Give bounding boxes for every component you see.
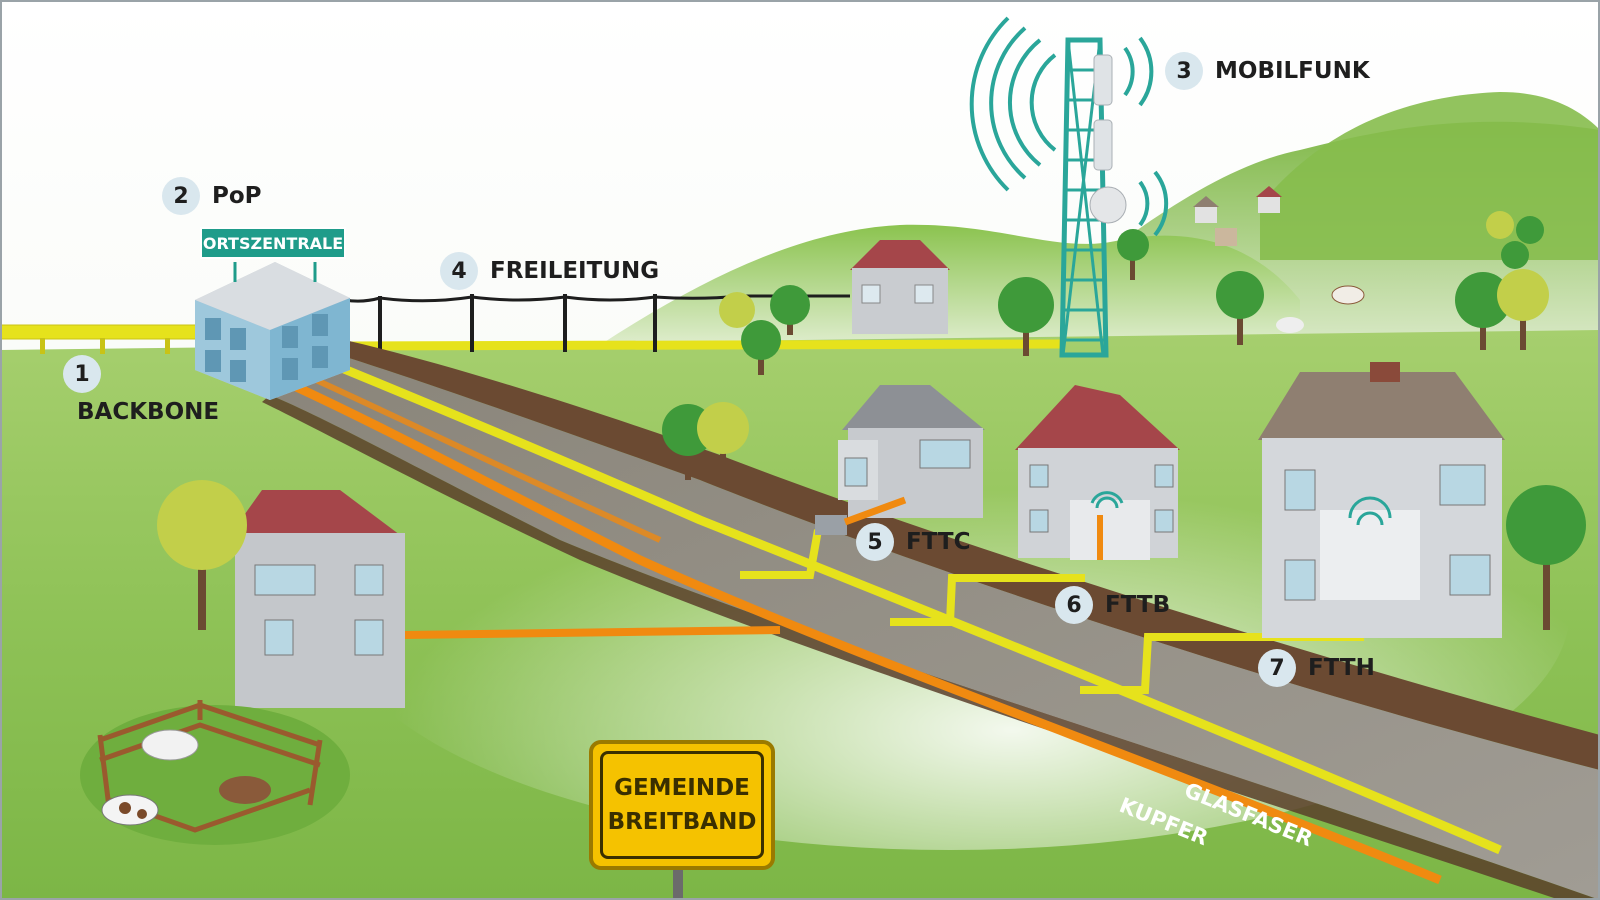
- label-backbone-num: 1: [63, 355, 101, 393]
- house-fttc: [815, 385, 985, 535]
- town-sign-inner: GEMEINDE BREITBAND: [600, 751, 764, 859]
- label-backbone-text: BACKBONE: [77, 399, 220, 425]
- label-freileitung: 4 FREILEITUNG: [440, 252, 659, 290]
- kupfer-line: [290, 380, 1442, 885]
- label-pop-text: PoP: [212, 183, 262, 209]
- badge-3: 3: [1165, 52, 1203, 90]
- house-kupfer: [230, 490, 405, 708]
- pasture: [80, 700, 350, 845]
- town-sign-line2: BREITBAND: [607, 809, 757, 835]
- house-ftth: [1258, 362, 1505, 638]
- label-pop: 2 PoP: [162, 177, 262, 215]
- badge-2: 2: [162, 177, 200, 215]
- backbone-cable: [0, 324, 201, 340]
- badge-5: 5: [856, 523, 894, 561]
- ortszentrale-building: [195, 262, 350, 400]
- mobilfunk-tower: [1059, 37, 1127, 358]
- freileitung-wire: [344, 294, 850, 303]
- ortszentrale-sign: ORTSZENTRALE: [200, 227, 346, 259]
- label-backbone: BACKBONE: [77, 399, 219, 425]
- hill-houses: [1193, 186, 1282, 246]
- freileitung-poles: [378, 294, 657, 352]
- fttc-branch: [740, 529, 822, 579]
- label-fttc: 5 FTTC: [856, 523, 971, 561]
- town-sign: GEMEINDE BREITBAND: [589, 740, 775, 870]
- label-freileitung-text: FREILEITUNG: [490, 258, 660, 284]
- label-ftth-text: FTTH: [1308, 655, 1375, 681]
- kupfer-branch-house: [404, 626, 781, 639]
- badge-4: 4: [440, 252, 478, 290]
- hill-peak: [1260, 92, 1600, 260]
- fttb-branch: [890, 574, 1085, 626]
- label-fttb: 6 FTTB: [1055, 586, 1170, 624]
- house-fttb: [1015, 385, 1180, 560]
- freileitung-ground-cable: [344, 339, 1061, 351]
- house-freileitung: [850, 240, 950, 334]
- label-mobilfunk-text: MOBILFUNK: [1215, 58, 1370, 84]
- badge-6: 6: [1055, 586, 1093, 624]
- town-sign-line1: GEMEINDE: [614, 775, 750, 801]
- glasfaser-line: [320, 355, 1502, 855]
- radio-waves: [969, 16, 1169, 237]
- label-fttb-text: FTTB: [1105, 592, 1171, 618]
- hill-animals: [1276, 285, 1365, 333]
- trees: [157, 211, 1586, 630]
- label-ftth: 7 FTTH: [1258, 649, 1375, 687]
- badge-1: 1: [63, 355, 101, 393]
- badge-7: 7: [1258, 649, 1296, 687]
- label-mobilfunk: 3 MOBILFUNK: [1165, 52, 1370, 90]
- sign-pole: [673, 866, 683, 900]
- label-fttc-text: FTTC: [906, 529, 971, 555]
